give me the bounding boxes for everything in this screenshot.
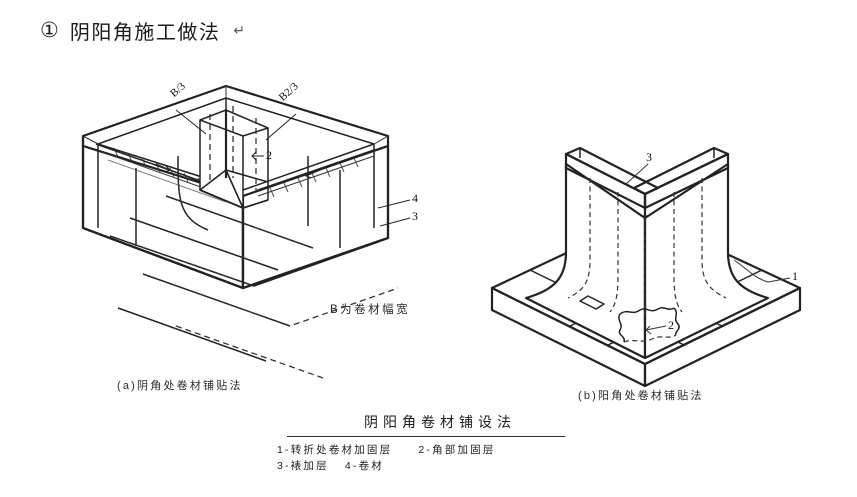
legend-spacer [392,442,418,458]
legend-item-1: 1-转折处卷材加固层 [277,444,393,456]
legend-divider [287,436,565,437]
callout-1-figure-b: 1 [792,269,798,283]
figure-b-drawing: .bl { fill:none; stroke:#222; stroke-wid… [490,146,802,388]
legend-item-4: 4-卷材 [344,460,384,473]
callout-4-figure-a: 4 [412,191,418,205]
page-title: ① 阴阳角施工做法 ↵ [40,16,245,45]
callout-3-figure-b: 3 [646,150,652,164]
callout-2-figure-a: 2 [266,148,272,162]
legend-item-3: 3-裱加层 [277,460,329,473]
figure-a-caption: (a)阴角处卷材铺贴法 [117,380,243,392]
figure-a-interior-corner: .sl { fill:none; stroke:#222; stroke-wid… [58,78,438,388]
figure-a-drawing: .sl { fill:none; stroke:#222; stroke-wid… [81,84,411,379]
legend-title: 阴阳角卷材铺设法 [364,414,516,430]
membrane-width-note: B为卷材幅宽 [330,304,411,316]
section-number: ① [40,19,59,42]
legend-row: 1-转折处卷材加固层 2-角部加固层 [277,442,577,458]
legend-row: 3-裱加层 4-卷材 [277,458,577,474]
paragraph-mark-icon: ↵ [233,22,246,38]
page-title-text: 阴阳角施工做法 [69,22,221,44]
callout-2-figure-b: 2 [668,318,674,332]
figure-b-caption: (b)阳角处卷材铺贴法 [578,390,704,402]
legend-item-2: 2-角部加固层 [418,444,496,456]
legend-spacer [329,458,345,474]
legend: 阴阳角卷材铺设法 1-转折处卷材加固层 2-角部加固层 3-裱加层 4-卷材 [277,412,577,475]
figure-b-exterior-corner: .bl { fill:none; stroke:#222; stroke-wid… [470,92,820,392]
callout-3-figure-a: 3 [412,209,418,223]
